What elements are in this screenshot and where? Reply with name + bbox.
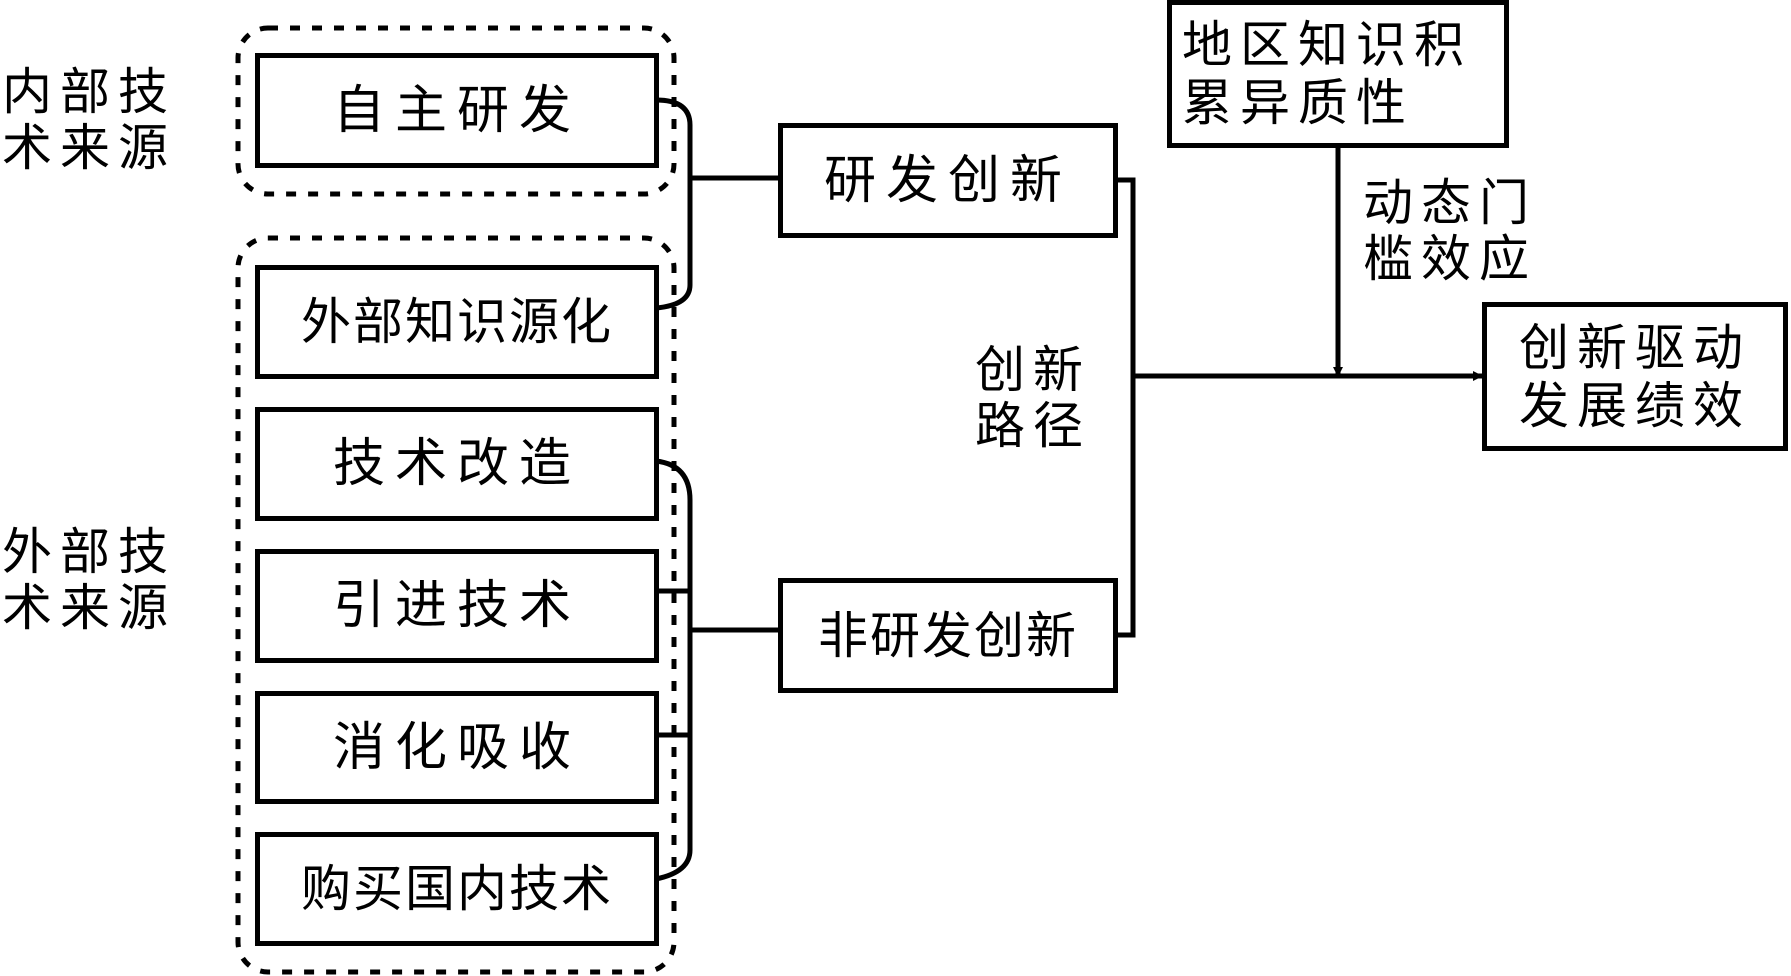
- source-box-external-knowledge: 外部知识源化: [255, 265, 659, 379]
- external-source-label-line2: 术来源: [2, 579, 176, 637]
- source-box-tech-renovation: 技术改造: [255, 407, 659, 521]
- source-box-digest-absorb: 消化吸收: [255, 691, 659, 804]
- external-source-label-line1: 外部技: [2, 523, 176, 581]
- internal-source-label-line1: 内部技: [2, 63, 176, 121]
- innovation-path-label-line1: 创新: [975, 341, 1091, 399]
- threshold-effect-label: 动态门 槛效应: [1363, 175, 1537, 287]
- innovation-performance-box: 创新驱动 发展绩效: [1482, 302, 1788, 451]
- threshold-effect-label-line1: 动态门: [1363, 174, 1537, 232]
- knowledge-heterogeneity-box: 地区知识积 累异质性: [1167, 0, 1509, 148]
- rd-bracket: [655, 97, 693, 311]
- rd-to-path-line: [1115, 177, 1136, 638]
- innovation-performance-line1: 创新驱动: [1519, 318, 1751, 377]
- external-source-label: 外部技 术来源: [2, 524, 176, 636]
- innovation-path-label-line2: 路径: [975, 397, 1091, 455]
- internal-source-label-line2: 术来源: [2, 119, 176, 177]
- source-box-tech-import: 引进技术: [255, 549, 659, 663]
- source-box-domestic-purchase: 购买国内技术: [255, 832, 659, 946]
- knowledge-heterogeneity-line2: 累异质性: [1182, 74, 1414, 132]
- internal-source-label: 内部技 术来源: [2, 64, 176, 176]
- non-rd-bracket: [655, 458, 693, 882]
- threshold-effect-label-line2: 槛效应: [1363, 230, 1537, 288]
- innovation-performance-line2: 发展绩效: [1519, 376, 1751, 435]
- non-rd-innovation-node: 非研发创新: [778, 578, 1118, 693]
- source-box-independent-rd: 自主研发: [255, 53, 659, 168]
- knowledge-heterogeneity-line1: 地区知识积: [1182, 16, 1472, 74]
- rd-innovation-node: 研发创新: [778, 123, 1118, 238]
- innovation-path-label: 创新 路径: [975, 342, 1091, 454]
